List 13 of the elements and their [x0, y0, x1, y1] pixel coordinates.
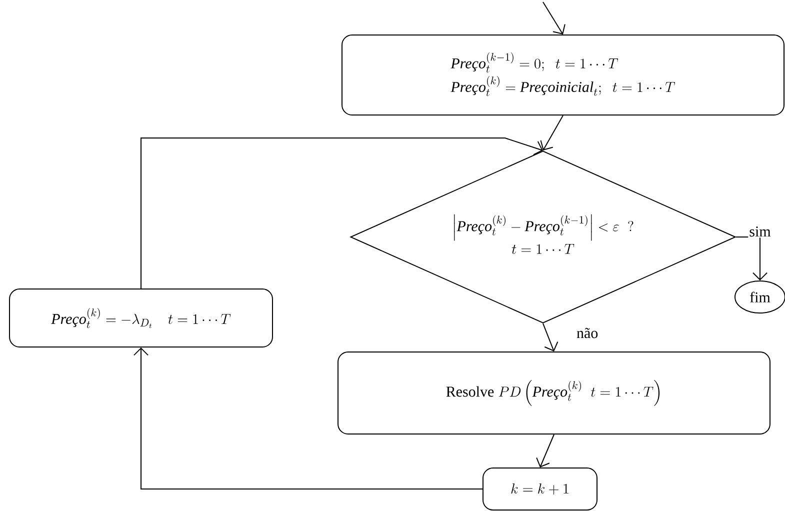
- arrow: [542, 2, 566, 34]
- edge-label: não: [576, 328, 598, 338]
- arrow: [542, 323, 558, 352]
- arrow: [536, 434, 554, 468]
- process-box: $\textit{Preço}_t^{(k-1)} = 0;\;\; t = 1\cdots T$ $\textit{Preço}_t^{(k)} = \textit{Preçoinicial}_t;\;\; t = 1\cdots T$: [342, 34, 784, 116]
- process-box: $\mathrm{Resolve}\; PD\left(\textit{Preço}_t^{(k)}\;\; t = 1\cdots T\right)$: [338, 352, 770, 434]
- arrow: [736, 236, 768, 280]
- edge-label: sim: [750, 226, 771, 237]
- arrow: [540, 115, 564, 150]
- process-box: $k = k + 1$: [482, 468, 598, 510]
- arrow: [140, 138, 543, 289]
- process-box: $\textit{Preço}_t^{(k)} = -\lambda_{D_t}\quad t = 1\cdots T$: [9, 288, 273, 348]
- arrow: [134, 348, 483, 490]
